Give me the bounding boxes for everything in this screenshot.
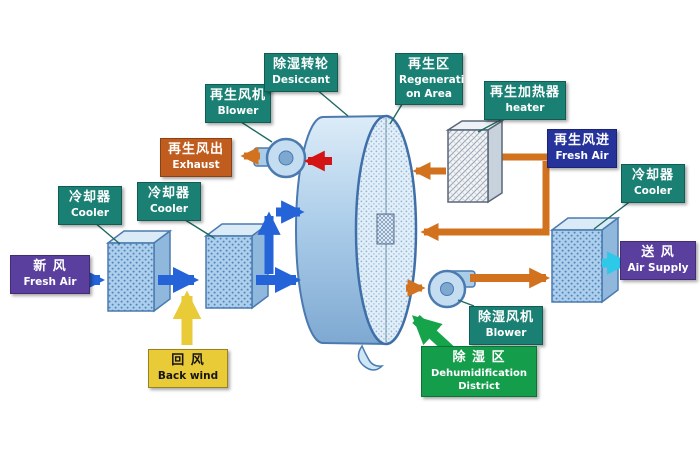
pointer-cooler1 bbox=[93, 221, 121, 245]
label-dehumid-district-zh: 除 湿 区 bbox=[452, 350, 506, 365]
label-cooler-1-en: Cooler bbox=[70, 206, 110, 219]
label-dehumid-district-en2: District bbox=[458, 380, 500, 392]
label-regen-heater-zh: 再生加热器 bbox=[489, 85, 560, 100]
regen-heater-box bbox=[445, 119, 505, 204]
label-cooler-3-en: Cooler bbox=[633, 184, 673, 197]
label-regeneration-area: 再生区 Regenerati on Area bbox=[395, 53, 465, 106]
label-dehumid-blower: 除湿风机 Blower bbox=[469, 306, 543, 345]
label-pointer-lines bbox=[93, 88, 633, 307]
label-dehumid-district-en1: Dehumidification bbox=[430, 367, 528, 379]
label-dehumid-blower-en: Blower bbox=[485, 326, 527, 339]
label-regen-fresh-air: 再生风进 Fresh Air bbox=[547, 129, 617, 168]
label-regen-heater: 再生加热器 heater bbox=[484, 81, 566, 120]
label-regen-blower: 再生风机 Blower bbox=[205, 84, 271, 123]
label-fresh-air-inlet-zh: 新 风 bbox=[33, 259, 67, 274]
desiccant-wheel bbox=[295, 114, 418, 346]
pointer-cooler2 bbox=[181, 217, 215, 239]
regen-blower-fan bbox=[253, 137, 307, 179]
label-cooler-3-zh: 冷却器 bbox=[631, 168, 674, 183]
label-desiccant-wheel-zh: 除湿转轮 bbox=[272, 57, 329, 72]
label-air-supply-en: Air Supply bbox=[627, 261, 689, 274]
label-back-wind-en: Back wind bbox=[157, 369, 219, 382]
label-dehumid-blower-zh: 除湿风机 bbox=[477, 310, 534, 325]
pointer-dehumid-blower bbox=[457, 299, 475, 307]
label-dehumid-district: 除 湿 区 Dehumidification District bbox=[421, 346, 537, 397]
label-regeneration-area-en2: on Area bbox=[406, 87, 452, 100]
label-cooler-3: 冷却器 Cooler bbox=[621, 164, 685, 203]
label-cooler-2-zh: 冷却器 bbox=[147, 186, 190, 201]
label-desiccant-wheel-en: Desiccant bbox=[272, 73, 330, 86]
label-cooler-1-zh: 冷却器 bbox=[68, 190, 111, 205]
label-fresh-air-inlet-en: Fresh Air bbox=[23, 275, 77, 288]
label-regeneration-area-zh: 再生区 bbox=[407, 57, 450, 72]
label-exhaust-en: Exhaust bbox=[172, 158, 220, 171]
pointer-desiccant bbox=[315, 88, 349, 117]
label-back-wind: 回 风 Back wind bbox=[148, 349, 228, 388]
cooler-box-1 bbox=[105, 229, 173, 313]
label-exhaust: 再生风出 Exhaust bbox=[160, 138, 232, 177]
label-cooler-1: 冷却器 Cooler bbox=[58, 186, 122, 225]
label-regen-fresh-air-zh: 再生风进 bbox=[553, 133, 610, 148]
label-cooler-2: 冷却器 Cooler bbox=[137, 182, 201, 221]
label-regen-blower-en: Blower bbox=[217, 104, 259, 117]
label-regen-blower-zh: 再生风机 bbox=[209, 88, 266, 103]
label-back-wind-zh: 回 风 bbox=[171, 353, 205, 368]
label-air-supply-zh: 送 风 bbox=[641, 245, 675, 260]
arrow-regen-bypass-to-wheel bbox=[420, 161, 550, 242]
label-cooler-2-en: Cooler bbox=[149, 202, 189, 215]
pointer-regen-blower bbox=[237, 119, 273, 143]
moisture-sheet-icon bbox=[357, 344, 385, 371]
dehumid-blower-fan bbox=[427, 269, 476, 309]
label-exhaust-zh: 再生风出 bbox=[167, 142, 224, 157]
cooler-box-2 bbox=[203, 222, 271, 310]
wheel-hub bbox=[376, 213, 395, 245]
label-fresh-air-inlet: 新 风 Fresh Air bbox=[10, 255, 90, 294]
label-regen-fresh-air-en: Fresh Air bbox=[555, 149, 609, 162]
label-regeneration-area-en1: Regenerati bbox=[399, 73, 465, 86]
pointer-cooler3 bbox=[593, 199, 633, 230]
label-air-supply: 送 风 Air Supply bbox=[620, 241, 696, 280]
label-regen-heater-en: heater bbox=[505, 101, 545, 114]
label-desiccant-wheel: 除湿转轮 Desiccant bbox=[264, 53, 338, 92]
